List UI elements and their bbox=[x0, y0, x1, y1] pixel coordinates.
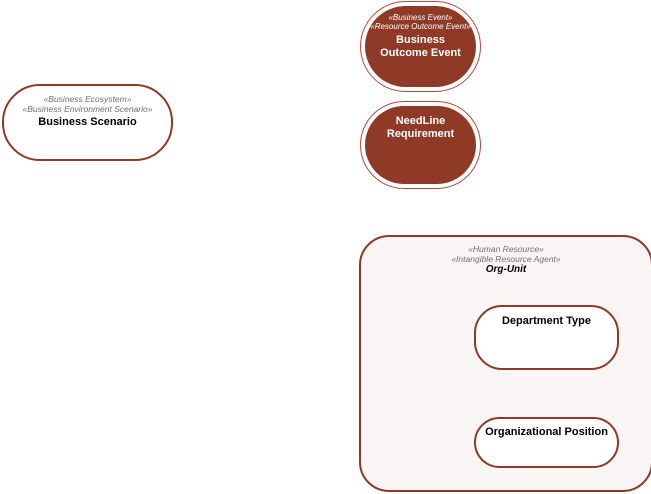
org-unit-label: Org-Unit bbox=[485, 264, 527, 275]
resource-outcome-event-stereotype: «Resource Outcome Event» bbox=[370, 22, 471, 31]
needline-requirement-node[interactable]: NeedLine Requirement bbox=[360, 101, 481, 189]
department-type-node[interactable]: Department Type bbox=[474, 305, 619, 370]
intangible-resource-agent-stereotype: «Intangible Resource Agent» bbox=[451, 254, 561, 264]
business-outcome-event-body: «Business Event» «Resource Outcome Event… bbox=[365, 6, 476, 87]
human-resource-stereotype: «Human Resource» bbox=[468, 244, 544, 254]
organizational-position-label: Organizational Position bbox=[485, 426, 608, 438]
needline-requirement-body: NeedLine Requirement bbox=[365, 106, 476, 184]
business-scenario-node[interactable]: «Business Ecosystem» «Business Environme… bbox=[2, 84, 173, 161]
org-unit-header: «Human Resource» «Intangible Resource Ag… bbox=[361, 244, 651, 276]
org-unit-container[interactable]: «Human Resource» «Intangible Resource Ag… bbox=[359, 235, 651, 492]
business-outcome-event-node[interactable]: «Business Event» «Resource Outcome Event… bbox=[360, 1, 481, 92]
department-type-label: Department Type bbox=[501, 315, 592, 327]
organizational-position-node[interactable]: Organizational Position bbox=[474, 417, 619, 468]
business-ecosystem-stereotype: «Business Ecosystem» bbox=[43, 94, 132, 104]
needline-requirement-label: NeedLine Requirement bbox=[386, 115, 455, 140]
business-outcome-event-label: Business Outcome Event bbox=[380, 34, 461, 59]
business-scenario-label: Business Scenario bbox=[38, 116, 137, 128]
business-event-stereotype: «Business Event» bbox=[388, 13, 453, 22]
business-environment-scenario-stereotype: «Business Environment Scenario» bbox=[22, 104, 153, 114]
